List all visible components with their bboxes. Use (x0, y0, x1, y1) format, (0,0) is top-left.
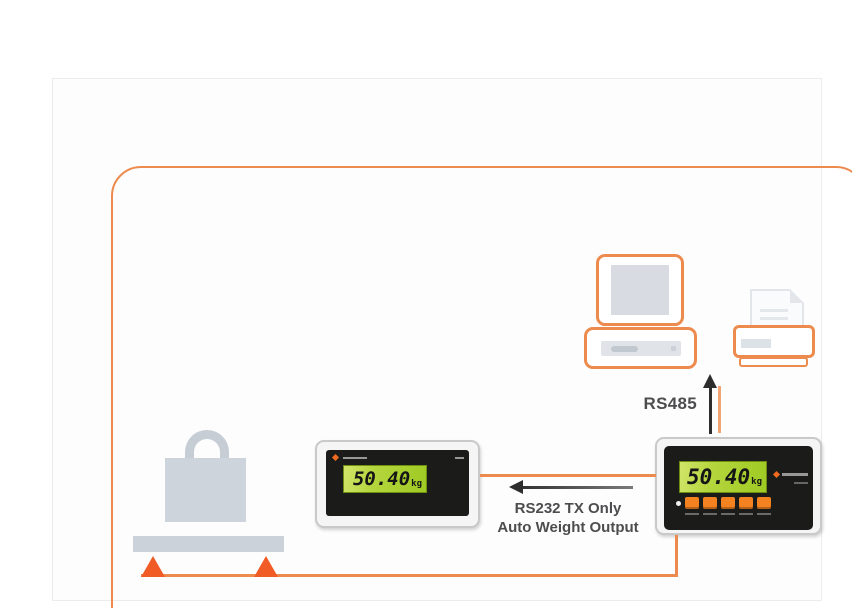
indicator-key (685, 497, 699, 509)
computer-base-icon (584, 327, 697, 369)
computer-monitor-icon (596, 254, 684, 326)
keypad-labels (685, 513, 771, 515)
paper-text-line (760, 309, 788, 312)
rs232-label-line1: RS232 TX Only (514, 500, 622, 517)
drive-slot (611, 346, 638, 352)
remote-weight-unit: kg (411, 478, 422, 489)
paper-fold (790, 289, 804, 303)
rs232-label-line2: Auto Weight Output (497, 519, 639, 536)
remote-weight-value: 50.40 (352, 468, 411, 490)
rs232-arrow-left-icon (509, 480, 523, 494)
bag-handle-icon (185, 430, 229, 471)
scale-cable-horizontal (141, 574, 678, 577)
monitor-screen (611, 265, 669, 315)
paper-text-line (760, 317, 788, 320)
indicator-key (739, 497, 753, 509)
brand-logo-icon (331, 453, 340, 462)
printer-control-panel (741, 339, 771, 348)
key-label (703, 513, 717, 515)
indicator-key (703, 497, 717, 509)
printer-icon (733, 325, 815, 358)
printer-cable-line (718, 386, 721, 433)
indicator-key (721, 497, 735, 509)
load-cell-icon (254, 556, 278, 577)
key-label (757, 513, 771, 515)
model-text (794, 482, 808, 484)
rs232-cable-line (480, 474, 656, 477)
key-label (721, 513, 735, 515)
scale-cable-vertical (675, 535, 678, 577)
indicator-weight-value: 50.40 (686, 465, 751, 489)
brand-name-text (782, 473, 808, 476)
status-led-icon (676, 501, 681, 506)
indicator-weight-unit: kg (751, 476, 762, 487)
load-cell-icon (141, 556, 165, 577)
rs232-label: RS232 TX Only Auto Weight Output (478, 499, 658, 537)
rs232-arrow-shaft (522, 486, 633, 489)
power-button-icon (671, 346, 676, 351)
model-text (455, 457, 464, 459)
printer-tray-icon (739, 357, 808, 367)
bag-icon (165, 458, 246, 522)
rs485-arrow-up-icon (703, 374, 717, 388)
key-label (685, 513, 699, 515)
rs485-arrow-shaft (709, 387, 712, 434)
keypad (685, 497, 771, 509)
brand-name-text (343, 456, 367, 459)
computer-base-panel (601, 341, 681, 356)
indicator-key (757, 497, 771, 509)
key-label (739, 513, 753, 515)
scale-platform-icon (133, 536, 284, 552)
rs485-label: RS485 (643, 394, 697, 413)
brand-logo-icon (772, 470, 781, 479)
diagram-border (111, 166, 852, 608)
